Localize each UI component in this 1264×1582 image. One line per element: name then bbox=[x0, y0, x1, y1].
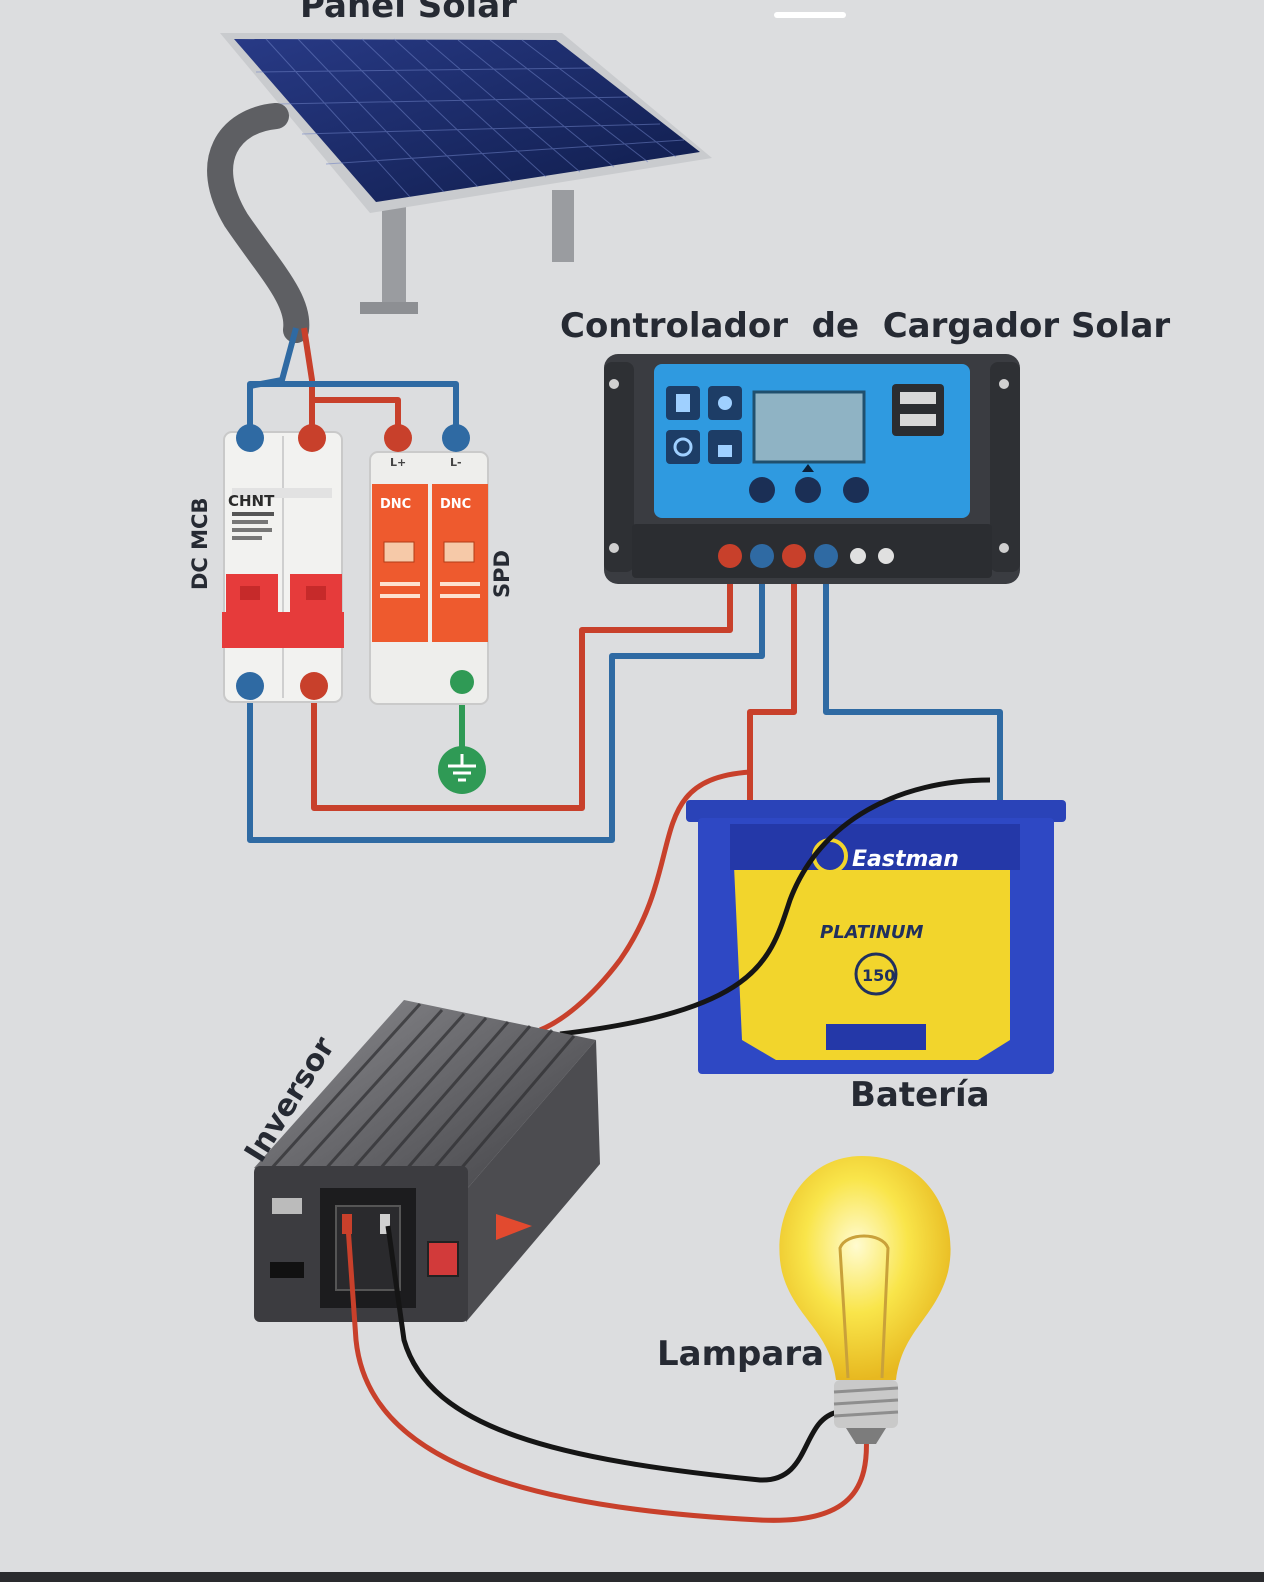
lamp bbox=[779, 1156, 951, 1444]
wire-inverter-lamp-phase bbox=[345, 1225, 869, 1523]
wire-mcb-spd-positive bbox=[309, 397, 401, 432]
top-indicator-bar bbox=[774, 12, 846, 18]
inverter-indicator-icon bbox=[496, 1214, 532, 1240]
spd-brand-1: DNC bbox=[380, 497, 411, 512]
mcb-terminal-top-positive bbox=[298, 424, 326, 452]
inverter-power-switch bbox=[427, 1241, 459, 1277]
panel-stand-left bbox=[382, 205, 406, 313]
lamp-glass bbox=[779, 1156, 951, 1380]
bottom-border bbox=[0, 1572, 1264, 1582]
panel-stand-right bbox=[552, 190, 574, 262]
usb-port-2 bbox=[900, 414, 936, 426]
spd-terminal-positive bbox=[384, 424, 412, 452]
controller-button-right bbox=[843, 477, 869, 503]
wire-mcb-controller-negative bbox=[247, 556, 765, 843]
panel-cells bbox=[234, 39, 700, 202]
inverter-wiring bbox=[539, 769, 991, 1037]
mcb-terminal-bottom-negative bbox=[236, 672, 264, 700]
controller-terminal-solar-positive bbox=[718, 544, 742, 568]
dc-mcb-label: DC MCB bbox=[188, 497, 212, 590]
panel-cable bbox=[207, 103, 310, 343]
panel-cell-grid bbox=[255, 38, 685, 198]
battery-model: PLATINUM bbox=[820, 922, 924, 943]
controller-terminal-load-1 bbox=[850, 548, 866, 564]
battery-lid bbox=[686, 800, 1066, 822]
battery-brand: Eastman bbox=[852, 847, 959, 872]
wire-controller-battery-negative bbox=[823, 556, 1003, 804]
lamp-filament bbox=[838, 1234, 890, 1379]
wire-mcb-controller-positive bbox=[311, 556, 733, 811]
inverter-usb bbox=[272, 1198, 302, 1214]
controller-lcd bbox=[752, 390, 866, 464]
battery-label bbox=[734, 866, 1010, 1060]
inverter-top bbox=[254, 1000, 596, 1220]
mcb-terminal-bottom-positive bbox=[300, 672, 328, 700]
spd-label: SPD bbox=[490, 550, 514, 598]
inverter-side bbox=[440, 1040, 600, 1322]
ac-wiring bbox=[345, 1225, 869, 1523]
load-status-icon bbox=[666, 430, 700, 464]
wire-inverter-lamp-neutral bbox=[385, 1225, 839, 1483]
controller-button-left bbox=[749, 477, 775, 503]
wire-battery-inverter-positive bbox=[539, 769, 751, 1033]
battery-label: Batería bbox=[850, 1075, 990, 1115]
controller-terminal-load-2 bbox=[878, 548, 894, 564]
spd-terminal-minus: L- bbox=[450, 456, 462, 469]
spd: L+ L- DNC DNC bbox=[369, 424, 489, 705]
controller-terminal-battery-positive bbox=[782, 544, 806, 568]
wire-panel-negative bbox=[247, 327, 299, 432]
ground-icon bbox=[438, 746, 486, 794]
dc-mcb: CHNT bbox=[222, 424, 344, 703]
usb-port-panel bbox=[892, 384, 944, 436]
controller-terminal-solar-negative bbox=[750, 544, 774, 568]
wire-battery-inverter-negative bbox=[559, 777, 991, 1037]
controller-button-middle bbox=[795, 477, 821, 503]
charge-controller-label: Controlador de Cargador Solar bbox=[560, 306, 1171, 346]
charge-controller bbox=[604, 354, 1020, 584]
battery-capacity: 150 bbox=[862, 966, 895, 985]
usb-port-1 bbox=[900, 392, 936, 404]
spd-terminal-ground bbox=[450, 670, 474, 694]
panel-stand-foot bbox=[360, 302, 418, 314]
spd-module-2 bbox=[432, 484, 488, 642]
wire-mcb-spd-negative bbox=[247, 381, 459, 432]
mcb-brand: CHNT bbox=[228, 492, 275, 510]
spd-module-1 bbox=[372, 484, 428, 642]
wire-controller-battery-positive bbox=[747, 556, 797, 804]
spd-terminal-negative bbox=[442, 424, 470, 452]
battery: Eastman PLATINUM 150 bbox=[686, 800, 1066, 1074]
mcb-terminal-top-negative bbox=[236, 424, 264, 452]
spd-terminal-plus: L+ bbox=[390, 456, 406, 469]
controller-terminal-battery-negative bbox=[814, 544, 838, 568]
inverter bbox=[254, 1000, 600, 1322]
solar-panel bbox=[220, 33, 712, 314]
spd-brand-2: DNC bbox=[440, 497, 471, 512]
lamp-label: Lampara bbox=[657, 1334, 825, 1374]
mcb-brand-plate bbox=[232, 488, 332, 498]
solar-panel-label: Panel Solar bbox=[300, 0, 517, 26]
wire-panel-positive bbox=[301, 327, 315, 432]
battery-capacity-badge bbox=[854, 952, 898, 996]
